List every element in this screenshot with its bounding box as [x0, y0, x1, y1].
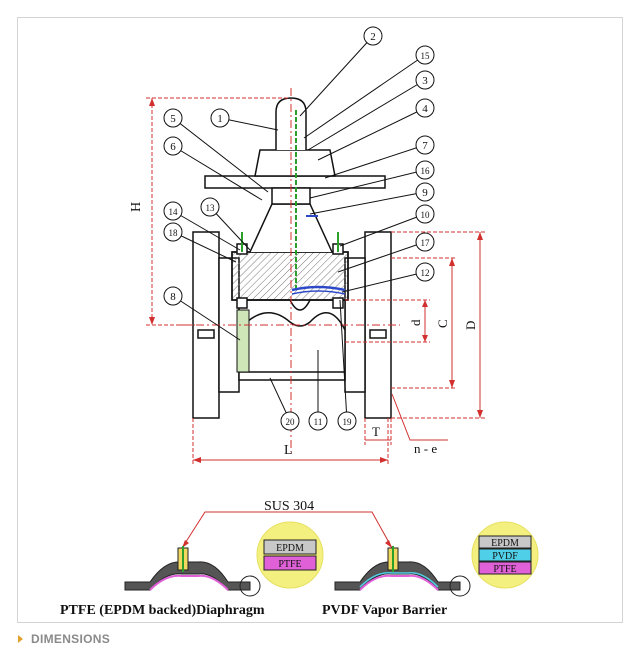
callout-leader-4 — [317, 107, 426, 161]
dim-d: d — [408, 319, 423, 326]
callout-label-14: 14 — [169, 207, 179, 217]
diaphragm-seal — [291, 285, 346, 292]
callout-circle-1 — [210, 108, 230, 128]
callout-label-18: 18 — [169, 228, 179, 238]
callout-leader-12 — [341, 271, 426, 293]
callout-circle-17 — [415, 232, 435, 252]
callout-circle-8 — [163, 286, 183, 306]
callout-leader-10 — [339, 213, 426, 247]
dim-L: L — [284, 443, 293, 458]
callout-leader-18 — [172, 231, 237, 263]
callout-circle-5 — [163, 108, 183, 128]
callout-label-19: 19 — [343, 417, 353, 427]
callout-leader-6 — [172, 145, 263, 201]
callout-label-20: 20 — [286, 417, 296, 427]
callout-circle-4 — [415, 98, 435, 118]
stud-8 — [236, 309, 250, 373]
diaphragm-left: EPDM PTFE — [124, 521, 324, 597]
callout-circle-10 — [415, 204, 435, 224]
callout-leader-14 — [172, 210, 241, 251]
callout-leader-1 — [219, 117, 279, 131]
valve-body — [192, 97, 392, 419]
layer-pvdf-right: PVDF — [492, 551, 518, 562]
callout-leader-13 — [209, 206, 251, 251]
callout-leader-5 — [172, 117, 269, 193]
callout-circle-6 — [163, 136, 183, 156]
callout-leader-8 — [172, 295, 241, 341]
caret-right-icon — [18, 635, 23, 643]
callout-label-4: 4 — [422, 103, 428, 115]
callout-label-5: 5 — [170, 113, 176, 125]
callout-leader-16 — [309, 169, 426, 199]
callout-label-9: 9 — [422, 187, 428, 199]
callout-label-6: 6 — [170, 141, 176, 153]
callout-circle-9 — [415, 182, 435, 202]
callout-label-13: 13 — [206, 203, 216, 213]
layer-ptfe-left: PTFE — [278, 559, 301, 570]
layer-ptfe-right: PTFE — [493, 564, 516, 575]
callout-leader-7 — [324, 144, 426, 179]
layer-epdm-left: EPDM — [276, 543, 304, 554]
callout-leader-19 — [339, 299, 348, 422]
callout-label-11: 11 — [314, 417, 323, 427]
callout-circle-14 — [163, 201, 183, 221]
caption-right: PVDF Vapor Barrier — [322, 603, 447, 618]
dim-H: H — [129, 202, 144, 212]
material-leader — [181, 511, 393, 549]
callout-label-10: 10 — [421, 210, 431, 220]
callout-circle-12 — [415, 262, 435, 282]
callout-circle-2 — [363, 26, 383, 46]
callout-circle-15 — [415, 45, 435, 65]
callout-circle-16 — [415, 160, 435, 180]
callout-circle-11 — [308, 411, 328, 431]
callout-leader-9 — [309, 191, 426, 215]
dim-D: D — [463, 321, 478, 330]
callout-label-12: 12 — [421, 268, 430, 278]
callout-circle-19 — [337, 411, 357, 431]
dimension-lines — [146, 97, 485, 465]
callout-circle-7 — [415, 135, 435, 155]
callout-leader-3 — [307, 79, 426, 151]
material-note: SUS 304 — [264, 499, 314, 514]
callout-label-15: 15 — [421, 51, 431, 61]
dim-ne: n - e — [414, 441, 437, 456]
callout-leader-17 — [337, 241, 426, 273]
diaphragm-right: EPDM PVDF PTFE — [334, 521, 539, 597]
callout-leader-15 — [303, 54, 426, 139]
callout-circle-3 — [415, 70, 435, 90]
callout-label-8: 8 — [170, 291, 176, 303]
callout-label-17: 17 — [421, 238, 431, 248]
dim-T: T — [372, 424, 380, 439]
footer-label: DIMENSIONS — [31, 632, 111, 646]
callout-label-2: 2 — [370, 31, 376, 43]
layer-epdm-right: EPDM — [491, 538, 519, 549]
callout-circle-18 — [163, 222, 183, 242]
callout-label-7: 7 — [422, 140, 428, 152]
callout-leader-2 — [299, 35, 374, 117]
dimension-arrows — [149, 98, 483, 463]
callout-label-16: 16 — [421, 166, 431, 176]
dim-C: C — [435, 319, 450, 328]
section-footer: DIMENSIONS — [18, 630, 110, 648]
caption-left: PTFE (EPDM backed)Diaphragm — [60, 603, 265, 618]
callout-label-1: 1 — [217, 113, 223, 125]
callout-label-3: 3 — [422, 75, 428, 87]
callout-circle-20 — [280, 411, 300, 431]
callout-circle-13 — [200, 197, 220, 217]
